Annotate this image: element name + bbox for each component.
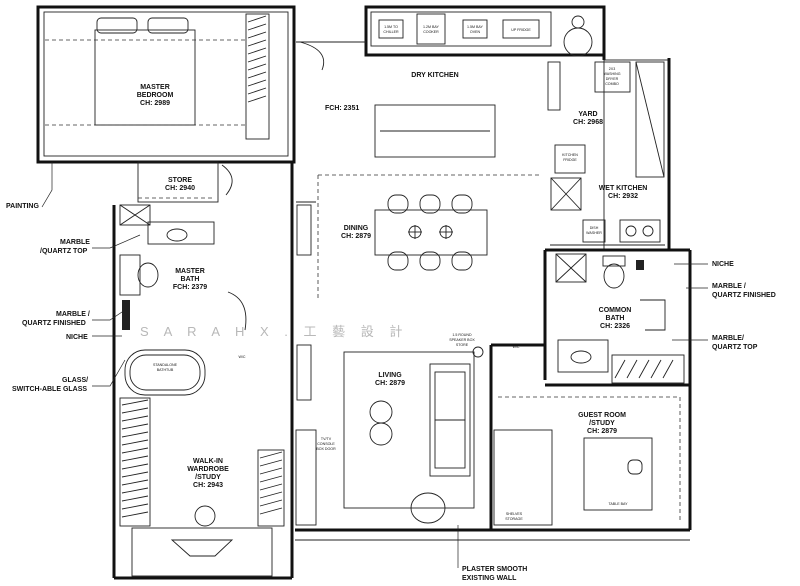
- kitchen-island: [374, 104, 496, 158]
- callout-marble-finished-right: MARBLE /: [712, 283, 746, 290]
- tv-label-2: CONSOLE: [317, 442, 335, 446]
- oven-label-2: OVEN: [470, 30, 481, 34]
- master-bath-fixtures: [119, 204, 215, 396]
- wet-kitchen-ceiling-height: CH: 2932: [608, 193, 638, 200]
- watermark: S A R A H X . 工 藝 設 計: [140, 324, 408, 339]
- kitchen-fridge-label-2: FRIDGE: [563, 158, 577, 162]
- yard-name: YARD: [578, 111, 597, 118]
- speaker-label-3: STORE: [456, 343, 469, 347]
- entry-door-swing: [299, 41, 325, 71]
- washer-label: 2X3: [609, 67, 615, 71]
- callout-marble-finished-right-2: QUARTZ FINISHED: [712, 292, 776, 299]
- cooker-label-2: COOKER: [423, 30, 439, 34]
- master-bedroom-name-2: BEDROOM: [137, 92, 174, 99]
- master-bedroom-ceiling-height: CH: 2989: [140, 100, 170, 107]
- tv-label-3: BOX DOOR: [316, 447, 336, 451]
- washer-label-3: DRYER: [606, 77, 619, 81]
- dining-name: DINING: [344, 225, 369, 232]
- walk-in-name: WALK-IN: [193, 458, 223, 465]
- master-bath-ceiling-height: FCH: 2379: [173, 284, 207, 291]
- common-bath-fixtures: [555, 253, 666, 373]
- guest-room-name-2: /STUDY: [589, 420, 615, 427]
- dishwasher-label: DISH: [590, 226, 599, 230]
- bathtub-label: STANDALONE: [153, 363, 178, 367]
- master-bath-name: MASTER: [175, 268, 205, 275]
- tv-label: TV/TV: [321, 437, 332, 441]
- shelf-label: SHELVES: [506, 512, 523, 516]
- washer-label-4: COMBO: [605, 82, 619, 86]
- washer-label-2: WASHING: [603, 72, 620, 76]
- chiller-label-2: CHILLER: [383, 30, 399, 34]
- common-bath-name-2: BATH: [606, 315, 625, 322]
- dry-kitchen-counter: [370, 11, 593, 158]
- store-door-swing: [221, 164, 233, 196]
- walk-in-name-3: /STUDY: [195, 474, 221, 481]
- store-ceiling-height: CH: 2940: [165, 185, 195, 192]
- speaker-label: 1.5 ROUND: [452, 333, 472, 337]
- master-bath-name-2: BATH: [181, 276, 200, 283]
- bathtub-label-2: BATHTUB: [157, 368, 174, 372]
- store-room-outline: [137, 161, 219, 203]
- living-furniture: [295, 346, 484, 526]
- living-ceiling-height: CH: 2879: [375, 380, 405, 387]
- master-bedroom-bed: [45, 17, 245, 126]
- store-name: STORE: [168, 177, 192, 184]
- upfridge-label: UP FRIDGE: [511, 28, 531, 32]
- callout-marble-top-2: /QUARTZ TOP: [40, 248, 88, 255]
- kitchen-fridge-label: KITCHEN: [562, 153, 578, 157]
- dining-ceiling-height: CH: 2879: [341, 233, 371, 240]
- callout-niche-right: NICHE: [712, 261, 734, 268]
- dry-kitchen-fch: FCH: 2351: [325, 105, 359, 112]
- callout-niche-left: NICHE: [66, 334, 88, 341]
- walk-in-ceiling-height: CH: 2943: [193, 482, 223, 489]
- yard-ceiling-height: CH: 2968: [573, 119, 603, 126]
- callout-glass: GLASS/: [62, 377, 88, 384]
- cooker-label: 1.2M BAY: [423, 25, 440, 29]
- master-bedroom-name: MASTER: [140, 84, 170, 91]
- callout-marble-finished: MARBLE /: [56, 311, 90, 318]
- master-bath-door-swing: [227, 291, 247, 331]
- wet-kitchen-name: WET KITCHEN: [599, 185, 648, 192]
- wc-label-common: W/C: [513, 345, 520, 349]
- callout-plaster-2: EXISTING WALL: [462, 575, 517, 582]
- callout-glass-2: SWITCH-ABLE GLASS: [12, 386, 87, 393]
- yard-fixtures: [547, 61, 665, 178]
- dining-table-set: [374, 194, 488, 271]
- living-rug: [343, 351, 475, 509]
- master-wardrobe: [245, 13, 270, 140]
- callout-marble-top: MARBLE: [60, 239, 90, 246]
- desk-label: TABLE BAY: [608, 502, 628, 506]
- guest-room-ceiling-height: CH: 2879: [587, 428, 617, 435]
- dishwasher-label-2: WASHER: [586, 231, 602, 235]
- chiller-label: 1.5M TO: [384, 25, 398, 29]
- shelf-label-2: STORAGE: [505, 517, 523, 521]
- callout-marble-top-right: MARBLE/: [712, 335, 744, 342]
- wc-label-master: W/C: [239, 355, 246, 359]
- dry-kitchen-name: DRY KITCHEN: [411, 72, 458, 79]
- common-bath-ceiling-height: CH: 2326: [600, 323, 630, 330]
- callout-marble-finished-2: QUARTZ FINISHED: [22, 320, 86, 327]
- walk-in-name-2: WARDROBE: [187, 466, 229, 473]
- callout-plaster: PLASTER SMOOTH: [462, 566, 527, 573]
- speaker-label-2: SPEAKER BOX: [449, 338, 475, 342]
- callout-painting: PAINTING: [6, 203, 39, 210]
- wet-kitchen-fixtures: [550, 144, 665, 246]
- guest-room-name: GUEST ROOM: [578, 412, 626, 419]
- common-bath-name: COMMON: [599, 307, 632, 314]
- living-name: LIVING: [378, 372, 402, 379]
- guest-room-furniture: [493, 354, 685, 526]
- oven-label: 1.5M BAY: [467, 25, 484, 29]
- walk-in-wardrobe-racks: [119, 397, 285, 577]
- callout-marble-top-right-2: QUARTZ TOP: [712, 344, 758, 351]
